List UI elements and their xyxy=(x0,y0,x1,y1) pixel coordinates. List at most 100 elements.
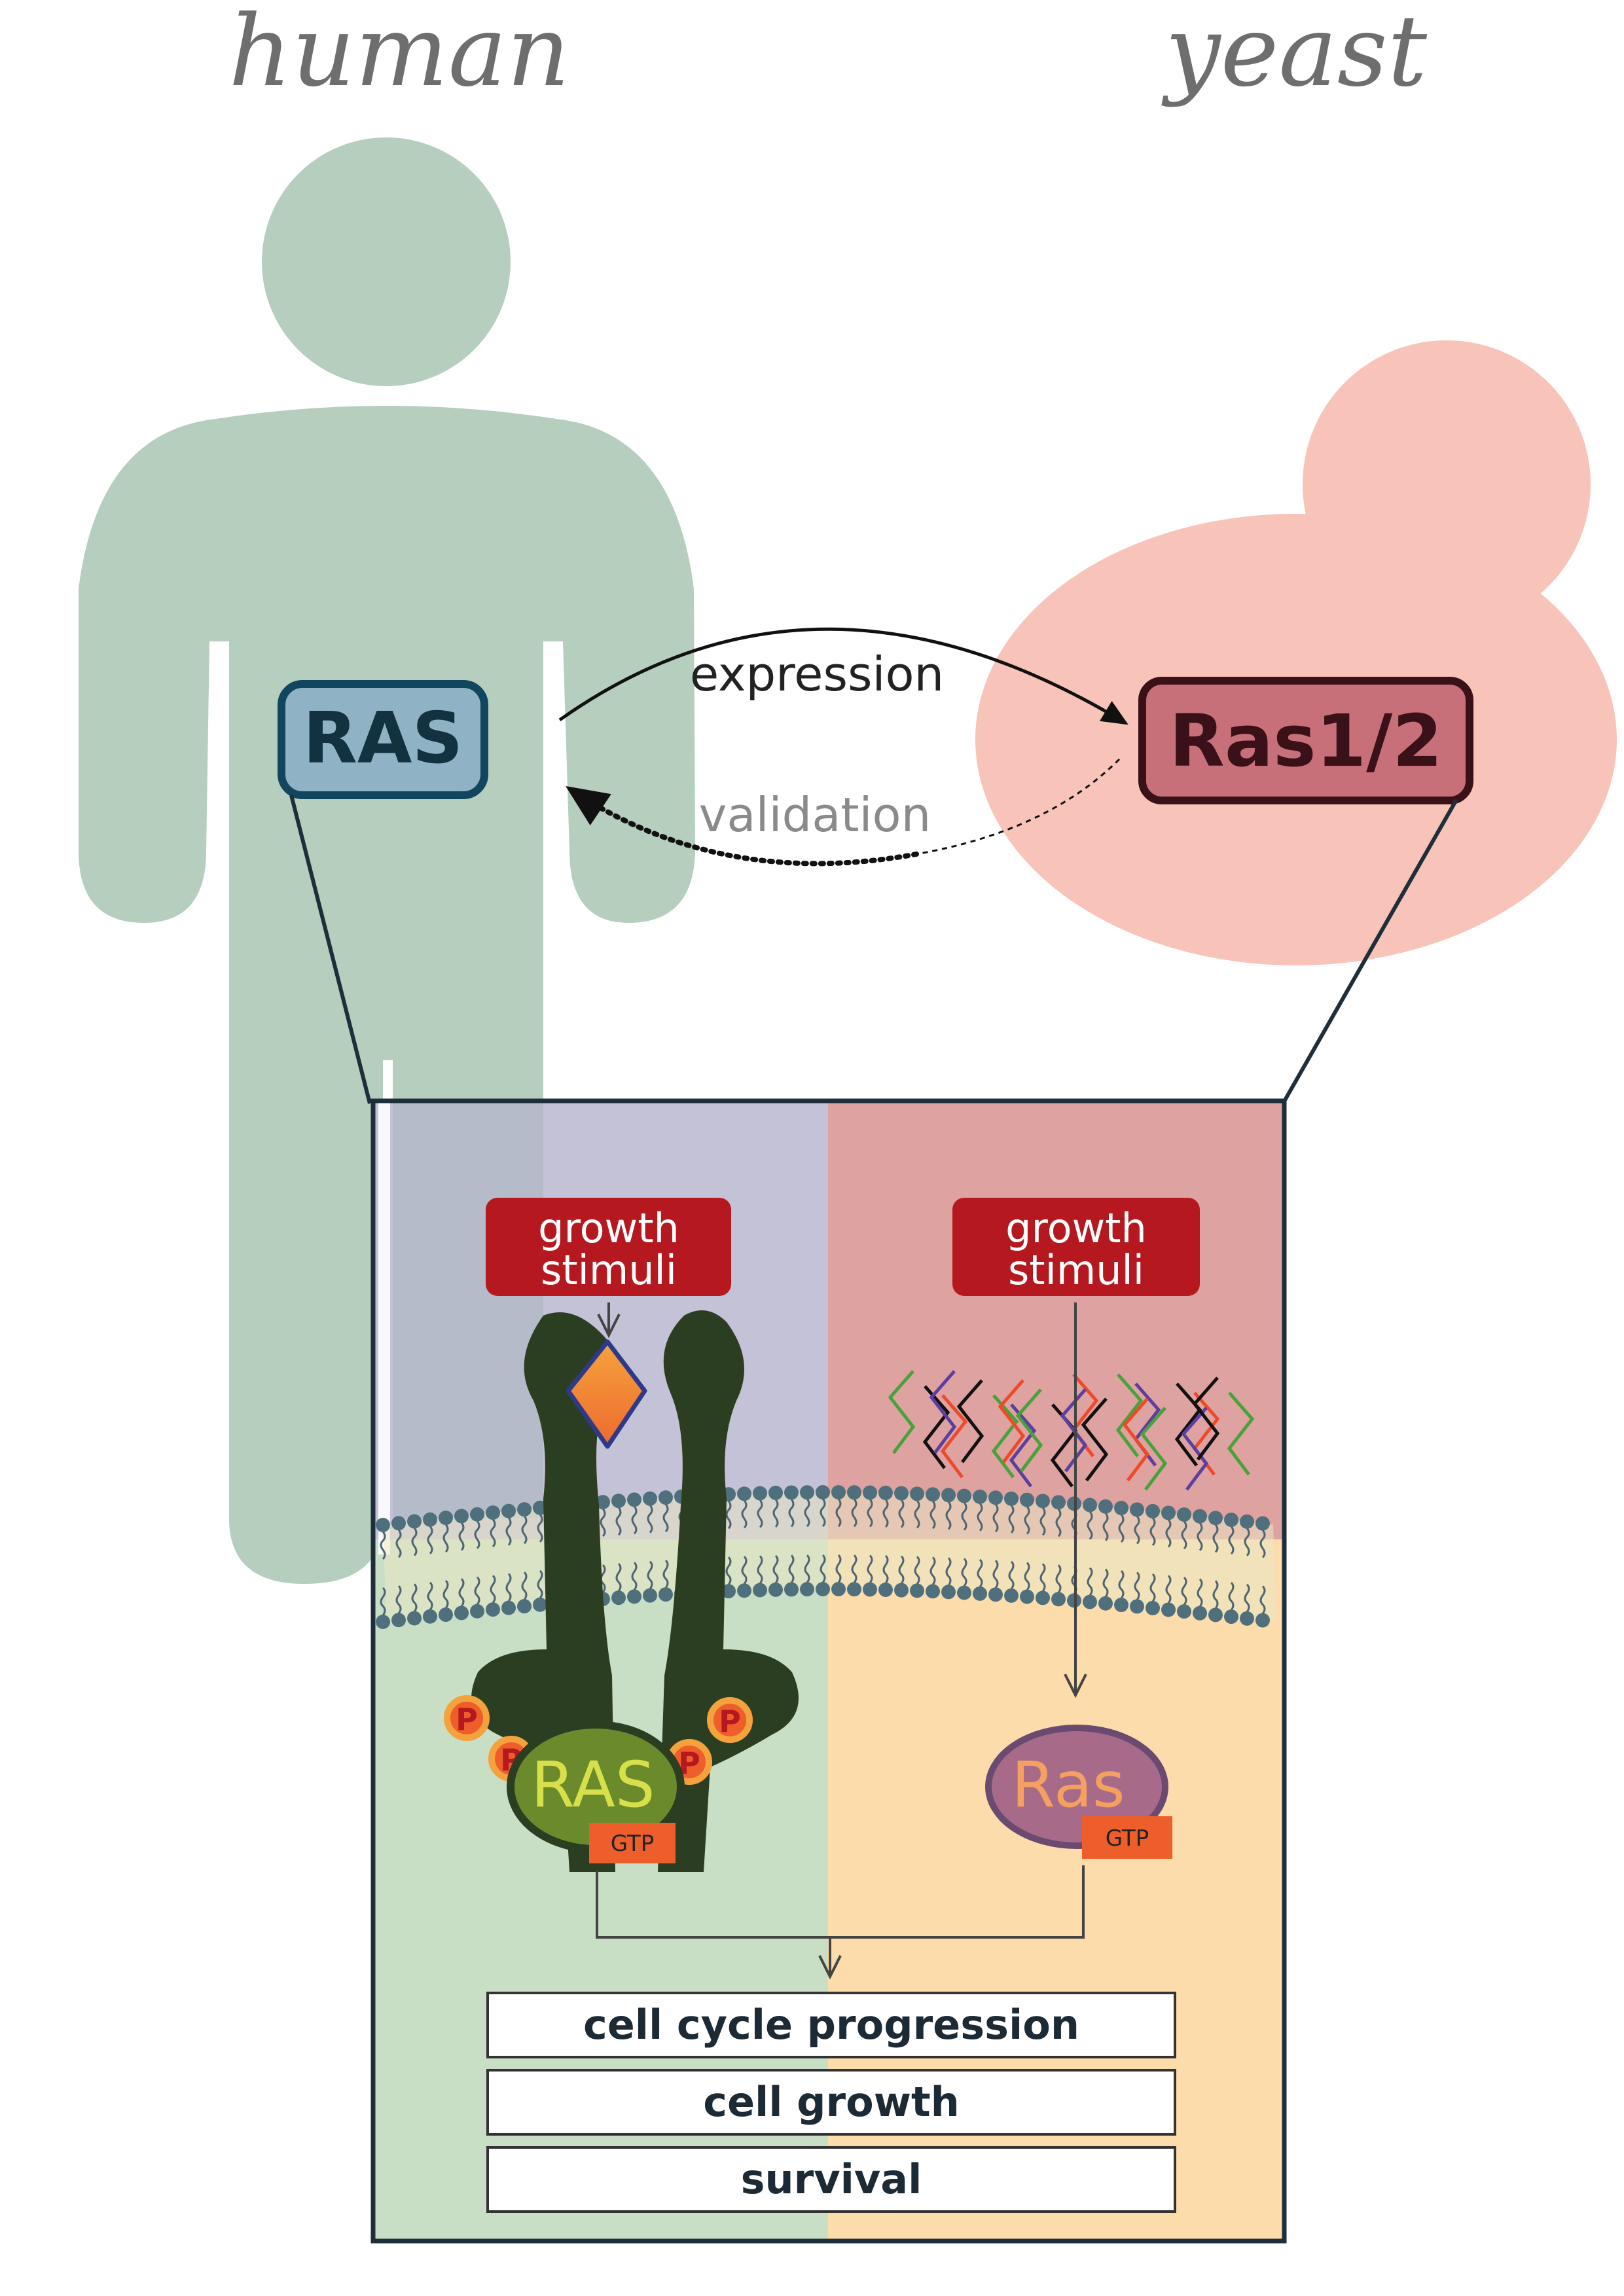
lipid-head xyxy=(1255,1613,1270,1628)
ras-gene-label: RAS xyxy=(303,698,463,780)
lipid-tail xyxy=(725,1556,732,1586)
title-yeast: yeast xyxy=(1161,0,1428,109)
lipid-head xyxy=(486,1602,500,1617)
lipid-tail xyxy=(1008,1560,1015,1590)
lipid-tail xyxy=(757,1499,763,1528)
lipid-head xyxy=(1146,1600,1160,1615)
lipid-tail xyxy=(631,1505,638,1535)
lipid-head xyxy=(753,1486,767,1501)
lipid-head xyxy=(973,1586,987,1601)
zoom-line-left xyxy=(289,795,372,1104)
lipid-tail xyxy=(490,1575,496,1604)
lipid-tail xyxy=(835,1498,842,1528)
lipid-head xyxy=(517,1599,532,1614)
ras-protein-yeast: Ras GTP xyxy=(985,1725,1172,1859)
lipid-tail xyxy=(1244,1583,1250,1613)
lipid-head xyxy=(926,1487,940,1502)
lipid-head xyxy=(423,1609,437,1624)
title-human: human xyxy=(228,0,569,109)
lipid-tail xyxy=(1024,1505,1030,1535)
lipid-tail xyxy=(1259,1585,1266,1615)
phosphate-label: P xyxy=(719,1704,741,1739)
lipid-tail xyxy=(741,1556,748,1585)
lipid-head xyxy=(926,1584,940,1599)
lipid-tail xyxy=(1039,1563,1046,1592)
lipid-head xyxy=(1114,1501,1128,1516)
lipid-head xyxy=(533,1597,547,1612)
lipid-tail xyxy=(1055,1564,1062,1594)
lipid-head xyxy=(486,1505,500,1520)
lipid-head xyxy=(1193,1509,1207,1524)
lipid-head xyxy=(611,1494,626,1509)
lipid-tail xyxy=(961,1501,967,1531)
outcome-cell-growth-box: cell growth xyxy=(486,2069,1176,2136)
lipid-head xyxy=(1036,1590,1050,1605)
lipid-head xyxy=(643,1491,657,1506)
lipid-tail xyxy=(945,1501,952,1530)
lipid-head xyxy=(1224,1513,1238,1528)
lipid-head xyxy=(1098,1499,1113,1514)
lipid-head xyxy=(894,1583,909,1598)
lipid-tail xyxy=(977,1558,983,1588)
lipid-tail xyxy=(380,1531,386,1560)
lipid-tail xyxy=(804,1554,810,1584)
lipid-head xyxy=(831,1582,846,1597)
cell-wall-fiber xyxy=(1227,1391,1255,1476)
lipid-tail xyxy=(898,1499,905,1528)
ras-protein-label: RAS xyxy=(531,1748,655,1821)
cell-wall-fiber xyxy=(1015,1388,1043,1473)
lipid-tail xyxy=(945,1557,952,1587)
outcome-label: cell cycle progression xyxy=(583,2001,1079,2049)
growth-stimuli-box-human: growth stimuli xyxy=(486,1198,731,1296)
lipid-head xyxy=(1161,1602,1176,1617)
lipid-tail xyxy=(1039,1507,1046,1536)
growth-stimuli-box-yeast: growth stimuli xyxy=(952,1198,1200,1296)
lipid-tail xyxy=(882,1499,889,1528)
lipid-tail xyxy=(537,1513,543,1543)
lipid-head xyxy=(1036,1494,1050,1509)
lipid-tail xyxy=(458,1578,465,1607)
lipid-tail xyxy=(1087,1567,1093,1596)
lipid-head xyxy=(1051,1592,1066,1607)
lipid-tail xyxy=(1008,1504,1015,1534)
outcome-label: cell growth xyxy=(703,2078,960,2126)
lipid-tail xyxy=(992,1560,999,1589)
lipid-head xyxy=(816,1582,830,1597)
lipid-head xyxy=(800,1582,814,1597)
outcome-survival-box: survival xyxy=(486,2146,1176,2213)
outcome-label: survival xyxy=(741,2155,922,2203)
lipid-head xyxy=(1161,1505,1176,1520)
growth-stimuli-line1: growth xyxy=(1005,1204,1147,1252)
lipid-tail xyxy=(615,1563,622,1592)
lipid-tail xyxy=(788,1554,795,1584)
lipid-tail xyxy=(1118,1514,1125,1543)
lipid-tail xyxy=(1134,1571,1140,1601)
lipid-head xyxy=(737,1583,751,1598)
lipid-head xyxy=(423,1512,437,1527)
lipid-tail xyxy=(772,1554,779,1584)
lipid-tail xyxy=(662,1560,669,1588)
lipid-tail xyxy=(395,1585,402,1615)
lipid-tail xyxy=(914,1556,920,1585)
lipid-head xyxy=(784,1485,799,1500)
cell-wall-fiber xyxy=(998,1379,1026,1463)
lipid-head xyxy=(596,1495,610,1510)
lipid-tail xyxy=(1165,1575,1172,1604)
lipid-head xyxy=(501,1503,516,1518)
lipid-head xyxy=(768,1582,783,1597)
ras12-gene-box: Ras1/2 xyxy=(1138,677,1473,804)
lipid-tail xyxy=(1212,1524,1219,1553)
lipid-tail xyxy=(804,1498,810,1528)
yeast-cell-wall xyxy=(888,1370,1255,1491)
lipid-head xyxy=(627,1589,641,1604)
lipid-tail xyxy=(442,1579,449,1609)
lipid-head xyxy=(941,1488,956,1503)
lipid-head xyxy=(439,1511,453,1526)
cell-wall-fiber xyxy=(929,1370,957,1454)
ras-gene-box: RAS xyxy=(278,680,488,799)
cell-wall-fiber xyxy=(922,1385,950,1469)
lipid-tail xyxy=(1228,1582,1235,1611)
lipid-head xyxy=(391,1613,406,1628)
lipid-head xyxy=(1083,1498,1097,1513)
lipid-tail xyxy=(867,1554,873,1584)
